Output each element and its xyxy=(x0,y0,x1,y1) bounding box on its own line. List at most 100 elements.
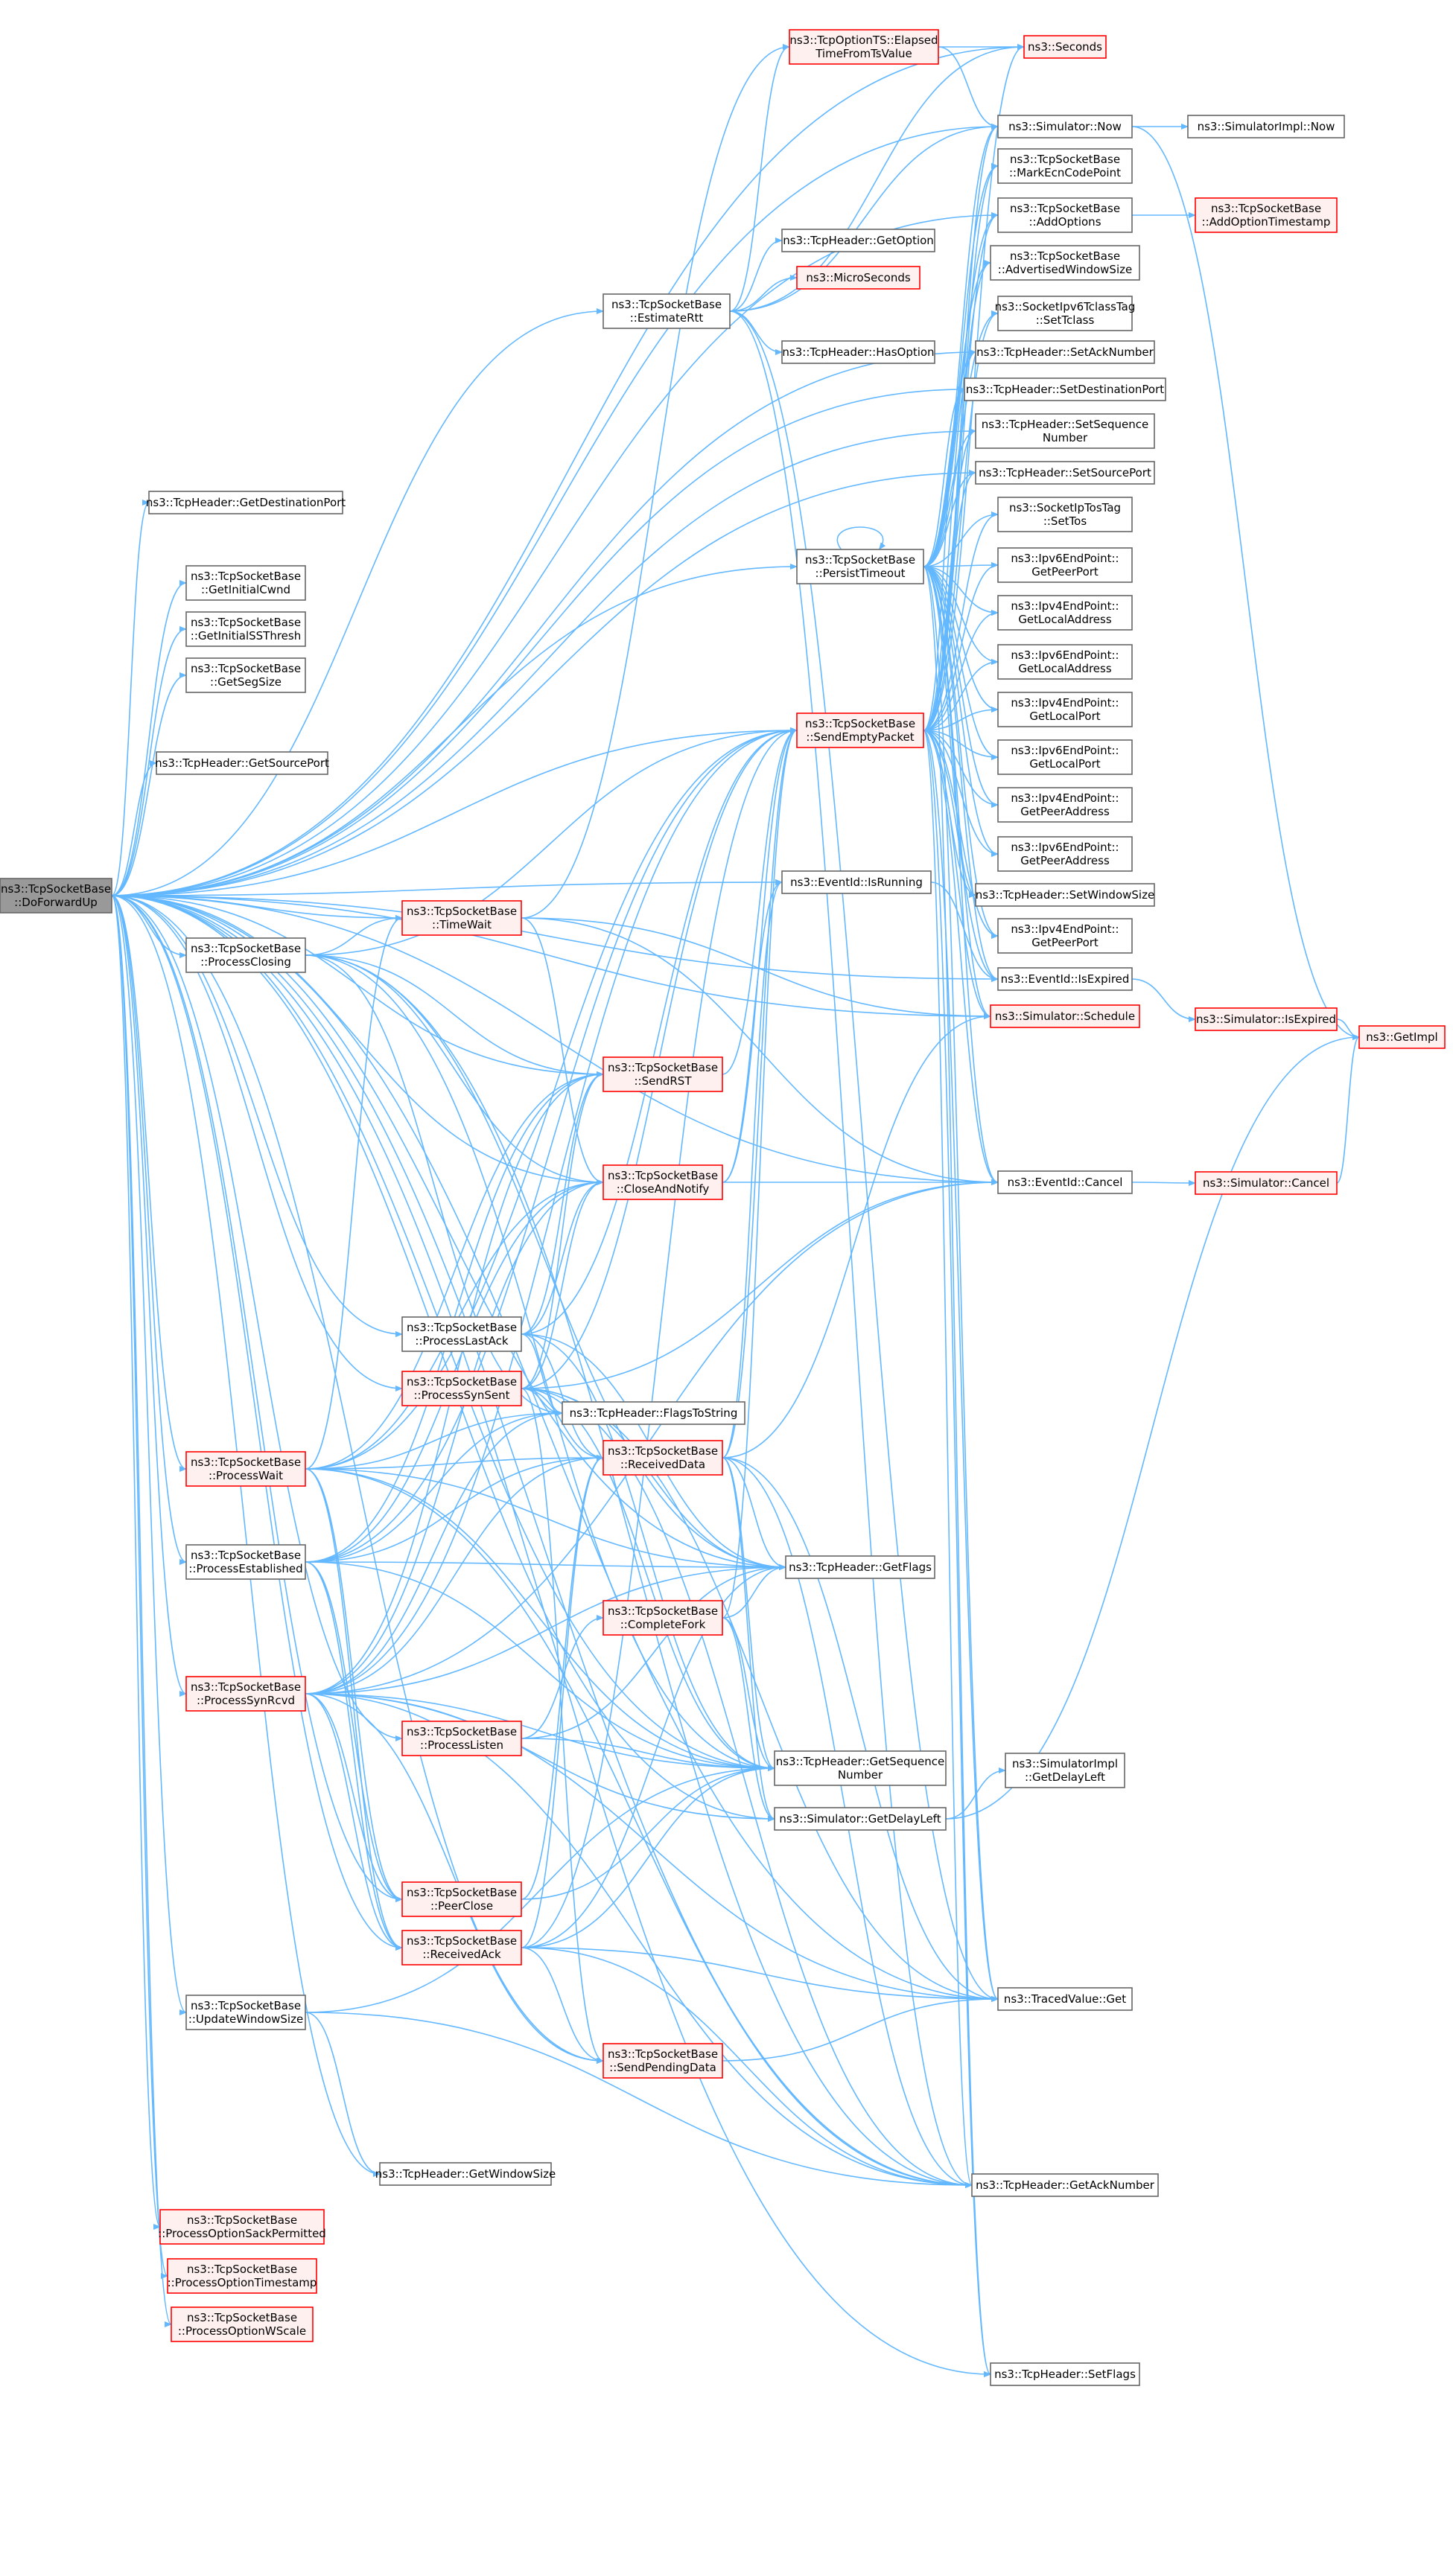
node-getAck[interactable]: ns3::TcpHeader::GetAckNumber xyxy=(971,2173,1159,2197)
node-box[interactable] xyxy=(185,565,306,601)
node-getImpl[interactable]: ns3::GetImpl xyxy=(1358,1025,1446,1049)
node-v4LocalPort[interactable]: ns3::Ipv4EndPoint::GetLocalPort xyxy=(997,692,1133,727)
node-simNow[interactable]: ns3::Simulator::Now xyxy=(997,115,1133,138)
node-box[interactable] xyxy=(401,1316,522,1352)
node-box[interactable] xyxy=(997,547,1133,583)
node-box[interactable] xyxy=(781,229,935,252)
node-box[interactable] xyxy=(185,1544,306,1580)
node-box[interactable] xyxy=(781,870,932,894)
node-microSec[interactable]: ns3::MicroSeconds xyxy=(796,266,921,290)
node-addOpts[interactable]: ns3::TcpSocketBase::AddOptions xyxy=(997,197,1133,233)
node-procWait[interactable]: ns3::TcpSocketBase::ProcessWait xyxy=(185,1451,306,1487)
node-box[interactable] xyxy=(401,1721,522,1756)
node-box[interactable] xyxy=(789,29,939,65)
node-closeNotify[interactable]: ns3::TcpSocketBase::CloseAndNotify xyxy=(602,1164,723,1200)
node-v4LocalAddr[interactable]: ns3::Ipv4EndPoint::GetLocalAddress xyxy=(997,595,1133,631)
node-box[interactable] xyxy=(997,148,1133,184)
node-box[interactable] xyxy=(990,1004,1140,1028)
node-box[interactable] xyxy=(401,1371,522,1406)
node-implNow[interactable]: ns3::SimulatorImpl::Now xyxy=(1187,115,1345,138)
node-updWin[interactable]: ns3::TcpSocketBase::UpdateWindowSize xyxy=(185,1995,306,2030)
node-box[interactable] xyxy=(997,497,1133,532)
node-recvAck[interactable]: ns3::TcpSocketBase::ReceivedAck xyxy=(401,1930,522,1966)
node-box[interactable] xyxy=(997,115,1133,138)
node-box[interactable] xyxy=(796,266,921,290)
node-box[interactable] xyxy=(990,245,1140,281)
node-v6LocalPort[interactable]: ns3::Ipv6EndPoint::GetLocalPort xyxy=(997,739,1133,775)
node-setWin[interactable]: ns3::TcpHeader::SetWindowSize xyxy=(975,883,1155,907)
node-box[interactable] xyxy=(997,787,1133,823)
node-procSynSent[interactable]: ns3::TcpSocketBase::ProcessSynSent xyxy=(401,1371,522,1406)
node-setAck[interactable]: ns3::TcpHeader::SetAckNumber xyxy=(975,340,1155,364)
node-setTos[interactable]: ns3::SocketIpTosTag::SetTos xyxy=(997,497,1133,532)
node-procSynRcvd[interactable]: ns3::TcpSocketBase::ProcessSynRcvd xyxy=(185,1676,306,1712)
node-advWin[interactable]: ns3::TcpSocketBase::AdvertisedWindowSize xyxy=(990,245,1140,281)
node-box[interactable] xyxy=(602,293,731,329)
node-isExpired[interactable]: ns3::EventId::IsExpired xyxy=(997,967,1133,991)
node-box[interactable] xyxy=(148,491,343,514)
node-box[interactable] xyxy=(1195,197,1338,233)
node-box[interactable] xyxy=(975,883,1155,907)
node-getWinSize[interactable]: ns3::TcpHeader::GetWindowSize xyxy=(375,2162,556,2186)
node-procListen[interactable]: ns3::TcpSocketBase::ProcessListen xyxy=(401,1721,522,1756)
node-v6LocalAddr[interactable]: ns3::Ipv6EndPoint::GetLocalAddress xyxy=(997,644,1133,680)
node-getOption[interactable]: ns3::TcpHeader::GetOption xyxy=(781,229,935,252)
node-tracedGet[interactable]: ns3::TracedValue::Get xyxy=(997,1987,1133,2011)
node-root[interactable]: ns3::TcpSocketBase::DoForwardUp xyxy=(0,878,112,914)
node-optTs[interactable]: ns3::TcpSocketBase::ProcessOptionTimesta… xyxy=(167,2258,317,2294)
node-box[interactable] xyxy=(975,340,1155,364)
node-setFlags[interactable]: ns3::TcpHeader::SetFlags xyxy=(990,2362,1140,2386)
node-procClosing[interactable]: ns3::TcpSocketBase::ProcessClosing xyxy=(185,937,306,973)
node-box[interactable] xyxy=(997,595,1133,631)
node-seconds[interactable]: ns3::Seconds xyxy=(1023,35,1107,59)
node-box[interactable] xyxy=(185,657,306,693)
node-getInitSS[interactable]: ns3::TcpSocketBase::GetInitialSSThresh xyxy=(185,611,306,647)
node-implDelay[interactable]: ns3::SimulatorImpl::GetDelayLeft xyxy=(1005,1753,1125,1788)
node-box[interactable] xyxy=(997,296,1133,331)
node-box[interactable] xyxy=(185,611,306,647)
node-box[interactable] xyxy=(975,413,1155,449)
node-box[interactable] xyxy=(997,1170,1133,1194)
node-sendPending[interactable]: ns3::TcpSocketBase::SendPendingData xyxy=(602,2043,723,2079)
node-procLastAck[interactable]: ns3::TcpSocketBase::ProcessLastAck xyxy=(401,1316,522,1352)
node-getInitCwnd[interactable]: ns3::TcpSocketBase::GetInitialCwnd xyxy=(185,565,306,601)
node-box[interactable] xyxy=(602,1600,723,1636)
node-box[interactable] xyxy=(971,2173,1159,2197)
node-box[interactable] xyxy=(379,2162,552,2186)
node-box[interactable] xyxy=(997,918,1133,954)
node-getSegSize[interactable]: ns3::TcpSocketBase::GetSegSize xyxy=(185,657,306,693)
node-box[interactable] xyxy=(185,1676,306,1712)
node-box[interactable] xyxy=(785,1555,935,1579)
node-box[interactable] xyxy=(1005,1753,1125,1788)
node-box[interactable] xyxy=(774,1807,947,1831)
node-getDelay[interactable]: ns3::Simulator::GetDelayLeft xyxy=(774,1807,947,1831)
node-box[interactable] xyxy=(975,461,1155,485)
node-box[interactable] xyxy=(1358,1025,1446,1049)
node-recvData[interactable]: ns3::TcpSocketBase::ReceivedData xyxy=(602,1440,723,1476)
node-box[interactable] xyxy=(185,1995,306,2030)
node-box[interactable] xyxy=(401,1930,522,1966)
node-hasOption[interactable]: ns3::TcpHeader::HasOption xyxy=(781,340,935,364)
node-box[interactable] xyxy=(964,377,1166,401)
node-box[interactable] xyxy=(1195,1007,1338,1031)
node-simIsExpired[interactable]: ns3::Simulator::IsExpired xyxy=(1195,1007,1338,1031)
node-getSrcPort[interactable]: ns3::TcpHeader::GetSourcePort xyxy=(155,751,329,775)
node-box[interactable] xyxy=(602,1056,723,1092)
node-addTs[interactable]: ns3::TcpSocketBase::AddOptionTimestamp xyxy=(1195,197,1338,233)
node-box[interactable] xyxy=(185,937,306,973)
node-v4PeerPort[interactable]: ns3::Ipv4EndPoint::GetPeerPort xyxy=(997,918,1133,954)
node-setTclass[interactable]: ns3::SocketIpv6TclassTag::SetTclass xyxy=(995,296,1136,331)
node-v4PeerAddr[interactable]: ns3::Ipv4EndPoint::GetPeerAddress xyxy=(997,787,1133,823)
node-optSack[interactable]: ns3::TcpSocketBase::ProcessOptionSackPer… xyxy=(158,2209,326,2245)
node-optWs[interactable]: ns3::TcpSocketBase::ProcessOptionWScale xyxy=(171,2306,314,2342)
node-box[interactable] xyxy=(401,900,522,936)
node-box[interactable] xyxy=(0,878,112,914)
node-box[interactable] xyxy=(171,2306,314,2342)
node-box[interactable] xyxy=(156,751,328,775)
node-sendRst[interactable]: ns3::TcpSocketBase::SendRST xyxy=(602,1056,723,1092)
node-flagsToStr[interactable]: ns3::TcpHeader::FlagsToString xyxy=(562,1401,745,1425)
node-procEst[interactable]: ns3::TcpSocketBase::ProcessEstablished xyxy=(185,1544,306,1580)
node-box[interactable] xyxy=(997,692,1133,727)
